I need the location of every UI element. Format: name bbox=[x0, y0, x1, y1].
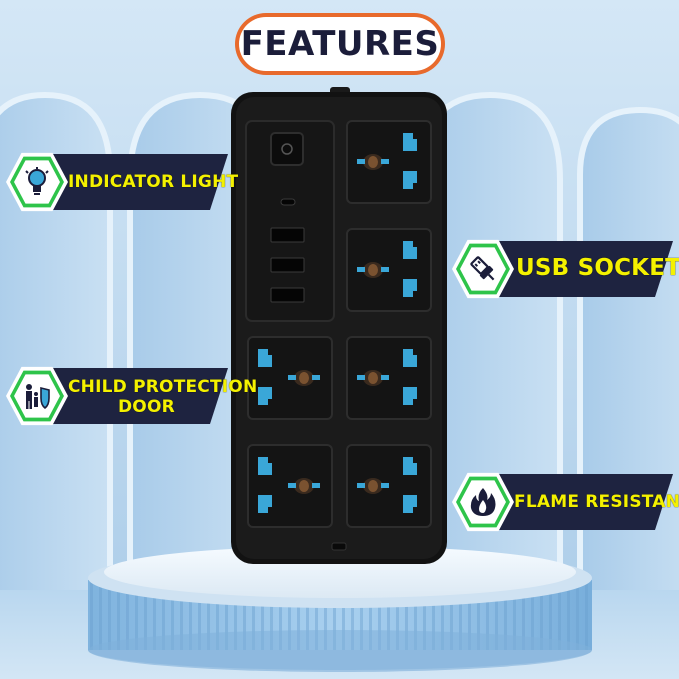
usb-c-port bbox=[280, 198, 296, 206]
family-shield-icon bbox=[26, 384, 50, 410]
outlet-socket bbox=[346, 228, 432, 312]
outlet-socket bbox=[346, 336, 432, 420]
feature-child-protection: CHILD PROTECTION DOOR bbox=[6, 366, 257, 426]
usb-port-3 bbox=[270, 287, 305, 303]
feature-label: FLAME RESISTANT bbox=[514, 492, 679, 512]
power-strip bbox=[231, 87, 447, 564]
feature-label-line2: DOOR bbox=[118, 397, 175, 417]
bulb-icon bbox=[25, 167, 49, 195]
feature-flame-resistant: FLAME RESISTANT bbox=[452, 472, 679, 532]
outlet-socket bbox=[247, 336, 333, 420]
page-title: FEATURES bbox=[240, 24, 440, 64]
outlet-socket bbox=[346, 120, 432, 204]
outlet-socket bbox=[247, 444, 333, 528]
usb-port-2 bbox=[270, 257, 305, 273]
title-badge: FEATURES bbox=[235, 13, 445, 75]
feature-label-line1: CHILD PROTECTION bbox=[68, 377, 258, 397]
pedestal bbox=[88, 546, 592, 672]
indicator-led bbox=[331, 542, 347, 551]
outlet-socket bbox=[346, 444, 432, 528]
usb-port-1 bbox=[270, 227, 305, 243]
power-switch bbox=[270, 132, 304, 166]
control-panel bbox=[245, 120, 335, 322]
flame-icon bbox=[470, 488, 496, 516]
feature-usb-socket: USB SOCKET bbox=[452, 239, 679, 299]
feature-label: USB SOCKET bbox=[516, 255, 679, 281]
feature-label: INDICATOR LIGHT bbox=[68, 172, 239, 192]
usb-plug-icon bbox=[470, 256, 495, 281]
feature-indicator-light: INDICATOR LIGHT bbox=[6, 152, 238, 212]
